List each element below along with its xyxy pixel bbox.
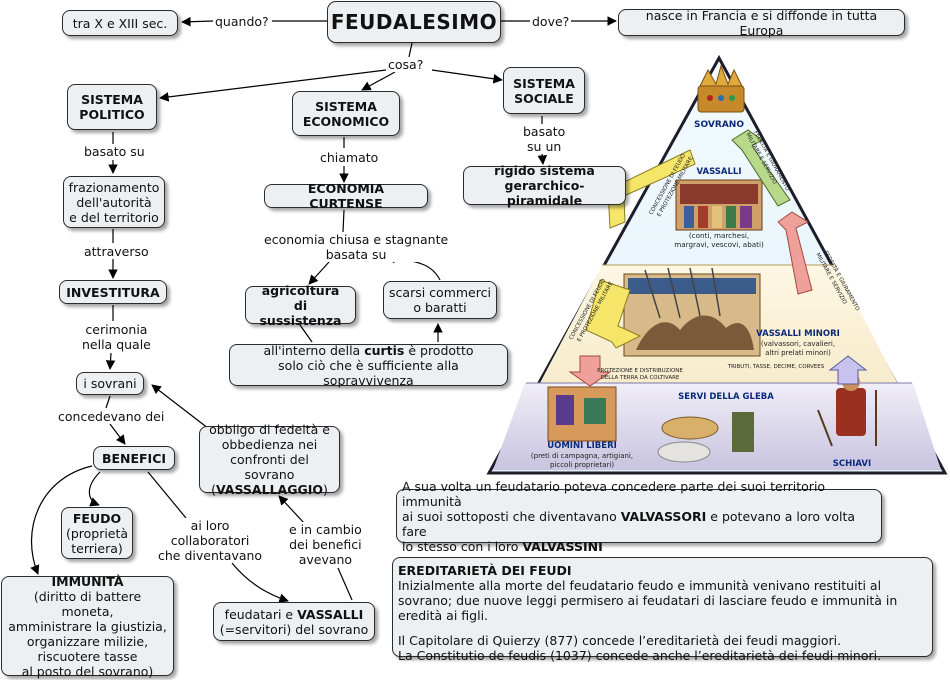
node-investitura[interactable]: INVESTITURA <box>59 280 167 304</box>
pyramid-label-vassalli-minori: VASSALLI MINORI <box>756 329 840 339</box>
ereditarieta-p3: La Constitutio de feudis (1037) concede … <box>398 648 882 663</box>
ereditarieta-p1: Inizialmente alla morte del feudatario f… <box>398 578 898 623</box>
node-immunita[interactable]: IMMUNITÀ (diritto di battere moneta, amm… <box>1 574 174 679</box>
node-luogo[interactable]: nasce in Francia e si diffonde in tutta … <box>618 8 905 38</box>
pyramid-label-vassalli: VASSALLI <box>696 167 741 177</box>
label-basato-su: basato su <box>82 144 147 159</box>
pyramid-uomini-liberi-desc-1: (preti di campagna, artigiani, <box>531 452 633 460</box>
node-valvassori[interactable]: A sua volta un feudatario poteva concede… <box>396 479 882 554</box>
node-feudatari[interactable]: feudatari e VASSALLI (=servitori) del so… <box>213 602 375 641</box>
arrow-up-base <box>828 355 868 385</box>
label-attraverso: attraverso <box>82 244 151 259</box>
edge-ailoro-feudatari <box>231 562 289 603</box>
crown-illustration <box>697 64 745 113</box>
curtis-post: è prodotto <box>404 342 474 358</box>
arrow-right-top <box>731 129 791 207</box>
label-concedevano: concedevano dei <box>56 409 167 424</box>
edge-sovrani-concedevano <box>105 395 111 409</box>
edge-basato-rigido <box>537 151 548 165</box>
edge-incambio-obbligo <box>278 495 305 524</box>
edge-title-cosa <box>408 42 413 58</box>
pyramid-vassalli-minori-desc-1: (valvassori, cavalieri, <box>761 340 835 348</box>
ereditarieta-heading: EREDITARIETÀ DEI FEUDI <box>398 563 572 578</box>
feudal-pyramid: SOVRANO VASSALLI (conti, marchesi, margr… <box>486 54 948 475</box>
edge-agricoltura-curtis <box>299 324 313 343</box>
pyramid-uomini-liberi-desc-2: piccoli proprietari) <box>550 461 614 469</box>
edge-feudatari-incambio <box>337 567 353 601</box>
edge-benefici-ailoro <box>147 471 187 519</box>
edge-cosa-politico <box>159 69 387 102</box>
label-cosa: cosa? <box>386 57 426 72</box>
edge-obbligo-sovrani <box>151 384 214 433</box>
knights-illustration <box>623 267 761 357</box>
ereditarieta-p2: Il Capitolare di Quierzy (877) concede l… <box>398 633 842 648</box>
node-ereditarieta[interactable]: EREDITARIETÀ DEI FEUDI Inizialmente alla… <box>392 557 933 663</box>
label-dove: dove? <box>530 14 572 29</box>
edge-cosa-sociale <box>431 69 503 84</box>
pyramid-protezione-2: DELLA TERRA DA COLTIVARE <box>601 375 680 381</box>
node-feudo[interactable]: FEUDO (proprietà terriera) <box>61 507 133 559</box>
pyramid-vassalli-desc-2: margravi, vescovi, abati) <box>674 240 764 249</box>
pyramid-label-schiavi: SCHIAVI <box>833 459 871 469</box>
connectors <box>30 16 617 603</box>
node-economia-curtense[interactable]: ECONOMIA CURTENSE <box>264 181 428 211</box>
node-benefici[interactable]: BENEFICI <box>93 446 175 470</box>
edge-curtense-chiusa <box>342 209 345 233</box>
edge-cerimonia-sovrani <box>105 352 116 370</box>
main-title-feudalesimo[interactable]: FEUDALESIMO <box>327 1 501 43</box>
edge-quando-periodo <box>181 16 214 27</box>
label-quando: quando? <box>213 14 271 29</box>
node-periodo[interactable]: tra X e XIII sec. <box>62 10 178 36</box>
uomini-liberi-illustration <box>547 386 617 442</box>
pyramid-vassalli-desc-1: (conti, marchesi, <box>689 231 749 240</box>
pyramid-label-uomini-liberi: UOMINI LIBERI <box>547 441 617 451</box>
pyramid-tributi: TRIBUTI, TASSE, DECIME, CORVEES <box>727 364 825 370</box>
node-obbligo[interactable]: obbligo di fedeltà e obbedienza nei conf… <box>199 422 340 497</box>
edge-cosa-economico <box>361 71 396 91</box>
oxen-illustration <box>657 412 754 463</box>
node-curtis[interactable]: all'interno della curtis è prodotto solo… <box>229 342 508 388</box>
arrow-down-base <box>568 355 612 387</box>
label-chiamato: chiamato <box>318 150 381 165</box>
edge-chiusa-agricoltura <box>308 261 330 285</box>
arrow-right-mid <box>777 211 813 295</box>
pyramid-protezione-1: PROTEZIONE E DISTRIBUZIONE <box>597 368 683 374</box>
arrow-left-mid <box>585 279 642 349</box>
pyramid-label-sovrano: SOVRANO <box>694 120 744 130</box>
pyramid-vassalli-minori-desc-2: altri prelati minori) <box>765 349 831 357</box>
node-i-sovrani[interactable]: i sovrani <box>76 372 144 395</box>
edge-benefici-immunita <box>30 465 93 575</box>
edge-concedevano-benefici <box>109 423 126 445</box>
curtis-line2: solo ciò che è sufficiente alla sopravvi… <box>278 357 459 388</box>
edge-benefici-feudo <box>88 471 101 507</box>
curtis-pre: all'interno della <box>263 342 365 358</box>
pyramid-label-servi: SERVI DELLA GLEBA <box>678 392 774 402</box>
curtis-bold: curtis <box>364 342 405 358</box>
vassalli-illustration <box>675 179 763 231</box>
